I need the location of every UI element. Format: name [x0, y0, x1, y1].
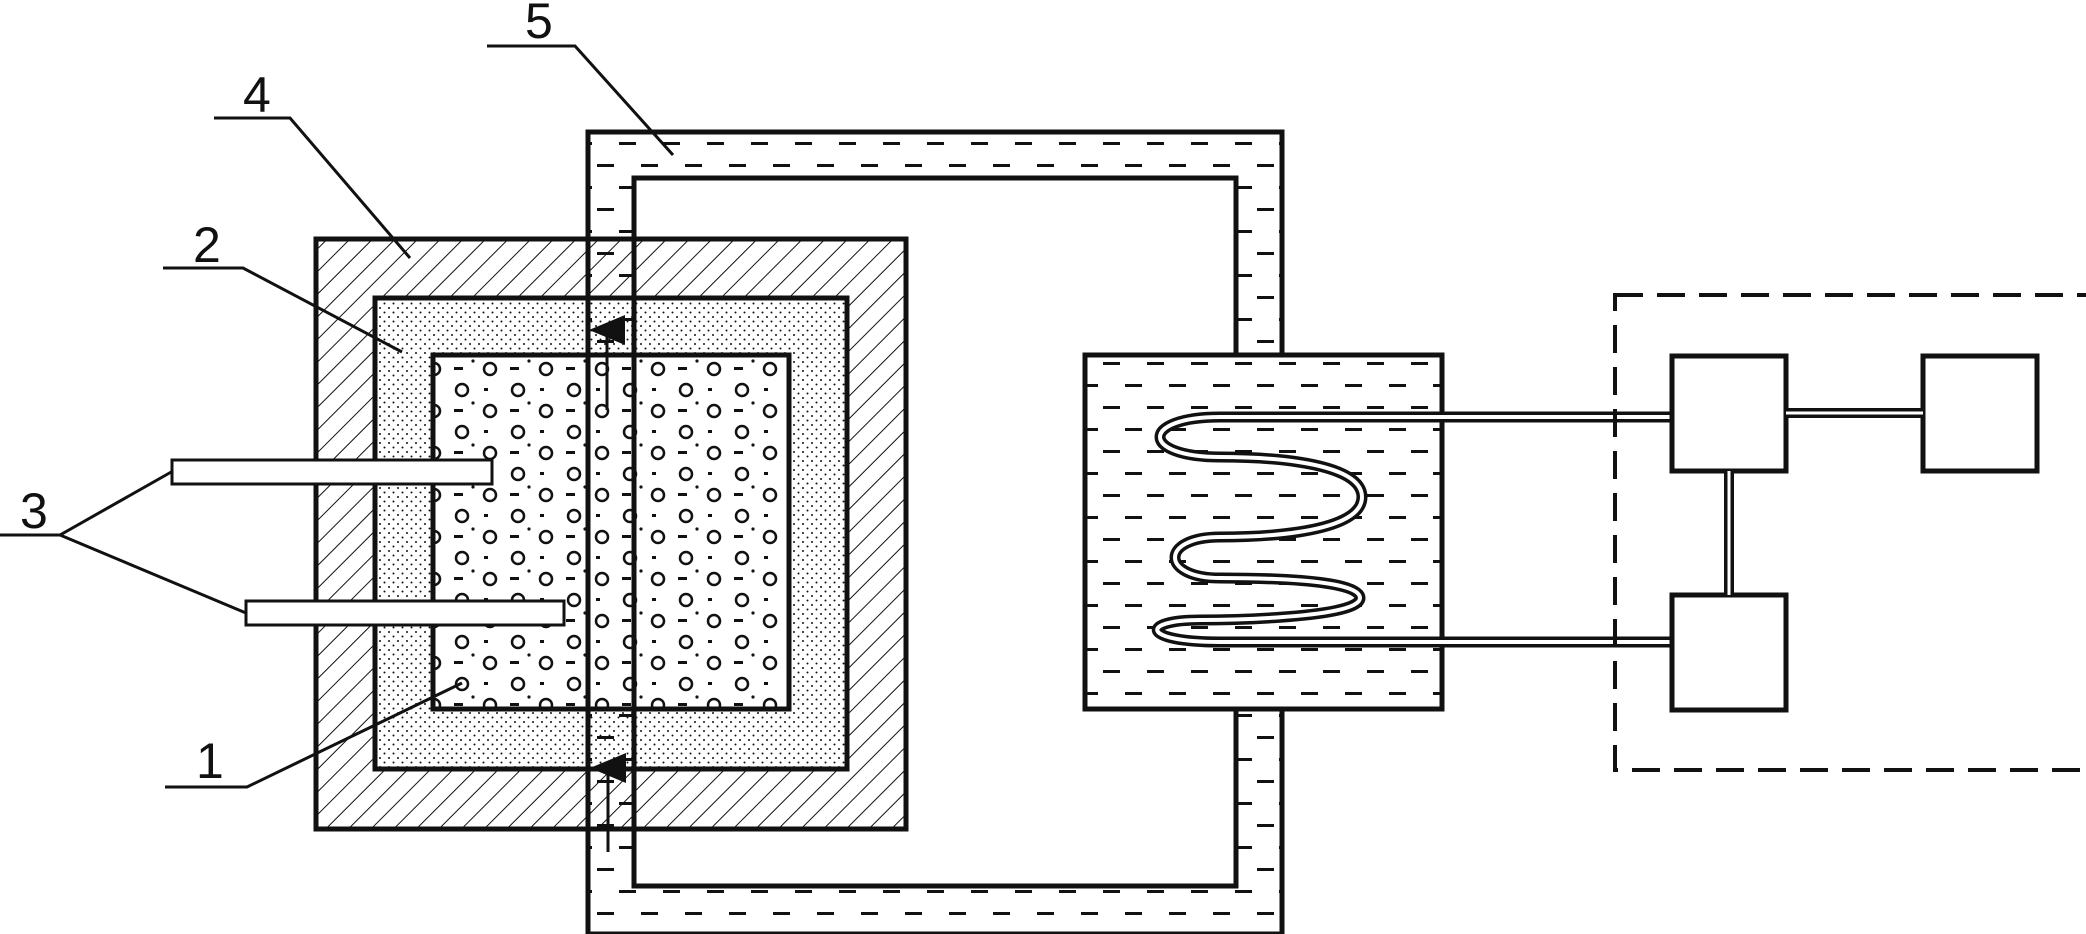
- control-block-b: [1920, 353, 2040, 474]
- label-1: 1: [196, 733, 224, 789]
- flow-arrows: [589, 315, 626, 852]
- label-4: 4: [243, 67, 271, 123]
- control-block-a: [1669, 353, 1789, 474]
- rods-3: [170, 458, 566, 627]
- control-block-c: [1669, 592, 1789, 713]
- label-2: 2: [193, 217, 221, 273]
- lower-rod: [244, 599, 566, 627]
- upper-rod: [170, 458, 494, 486]
- heat-exchanger-tank: [1082, 352, 1672, 712]
- label-3: 3: [20, 483, 48, 539]
- reactor-core-1: [430, 352, 792, 712]
- control-unit: [1613, 293, 2086, 772]
- label-5: 5: [525, 0, 553, 49]
- leader-lines: [0, 44, 675, 789]
